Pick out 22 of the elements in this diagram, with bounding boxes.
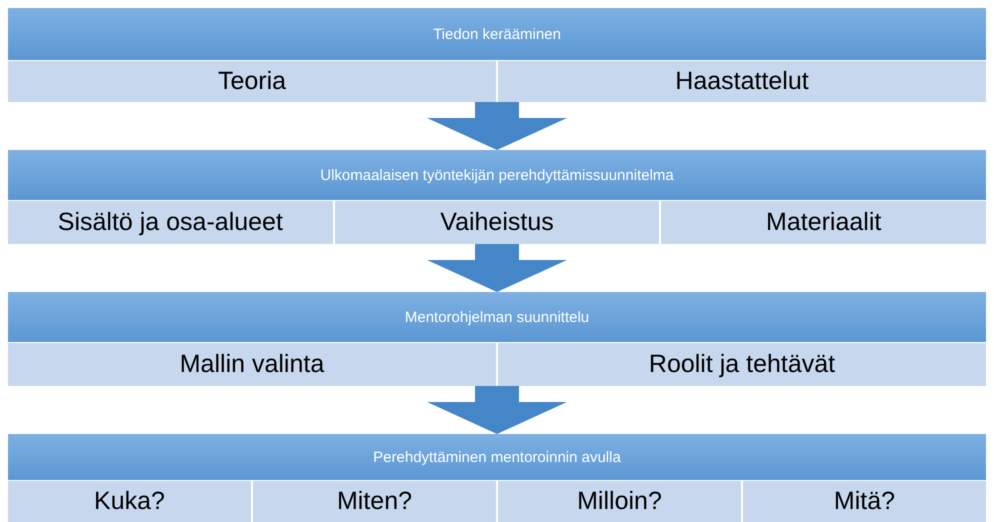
down-arrow bbox=[427, 244, 567, 292]
topic-cell: Kuka? bbox=[8, 481, 251, 522]
section-panel bbox=[8, 150, 986, 244]
section-panel bbox=[8, 8, 986, 102]
down-arrow bbox=[427, 386, 567, 434]
down-arrow bbox=[427, 102, 567, 150]
topic-cell: Milloin? bbox=[496, 481, 741, 522]
topic-cell: Mallin valinta bbox=[8, 343, 496, 386]
section-panel bbox=[8, 292, 986, 386]
section-header: Tiedon kerääminen bbox=[8, 8, 986, 61]
topic-cell: Mitä? bbox=[741, 481, 986, 522]
topic-cell: Teoria bbox=[8, 61, 496, 102]
topic-cell: Miten? bbox=[251, 481, 496, 522]
topic-cell: Materiaalit bbox=[659, 201, 986, 244]
section-panel bbox=[8, 434, 986, 522]
section-header: Ulkomaalaisen työntekijän perehdyttämissuunnitelma bbox=[8, 150, 986, 201]
topic-cell: Haastattelut bbox=[496, 61, 986, 102]
section-header: Perehdyttäminen mentoroinnin avulla bbox=[8, 434, 986, 481]
topic-cell: Sisältö ja osa-alueet bbox=[8, 201, 333, 244]
topic-cell: Vaiheistus bbox=[332, 201, 660, 244]
section-header: Mentorohjelman suunnittelu bbox=[8, 292, 986, 343]
topic-cell: Roolit ja tehtävät bbox=[496, 343, 986, 386]
